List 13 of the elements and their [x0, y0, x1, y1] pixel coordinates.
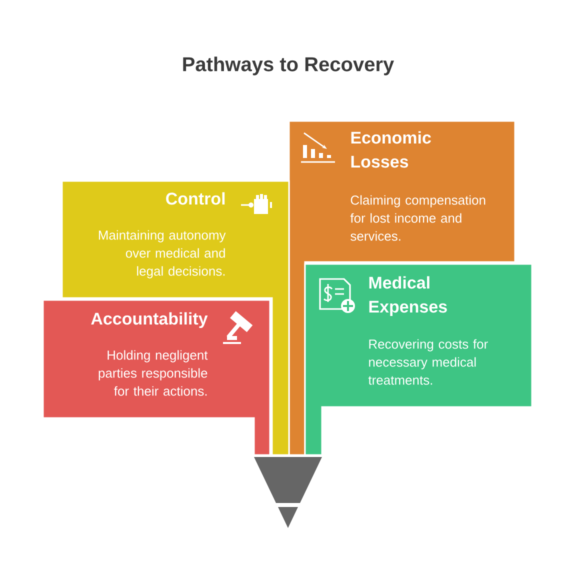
panel-description: Recovering costs for necessary medical treatments.: [368, 339, 488, 385]
panel-heading: Control: [166, 192, 225, 205]
panel-description: Claiming compensation for lost income and services.: [350, 195, 486, 241]
panel-heading: Medical Expenses: [369, 276, 447, 316]
panel: [61, 180, 290, 456]
panel-heading: Economic Losses: [351, 131, 431, 168]
panel: [288, 120, 516, 456]
title: Pathways to Recovery: [183, 56, 394, 76]
panel: [42, 299, 271, 456]
panel-description: Maintaining autonomy over medical and legal decisions.: [98, 230, 226, 278]
panel: [304, 263, 533, 456]
panel-description: Holding negligent parties responsible for their actions.: [98, 350, 208, 396]
panel-heading: Accountability: [91, 312, 208, 328]
